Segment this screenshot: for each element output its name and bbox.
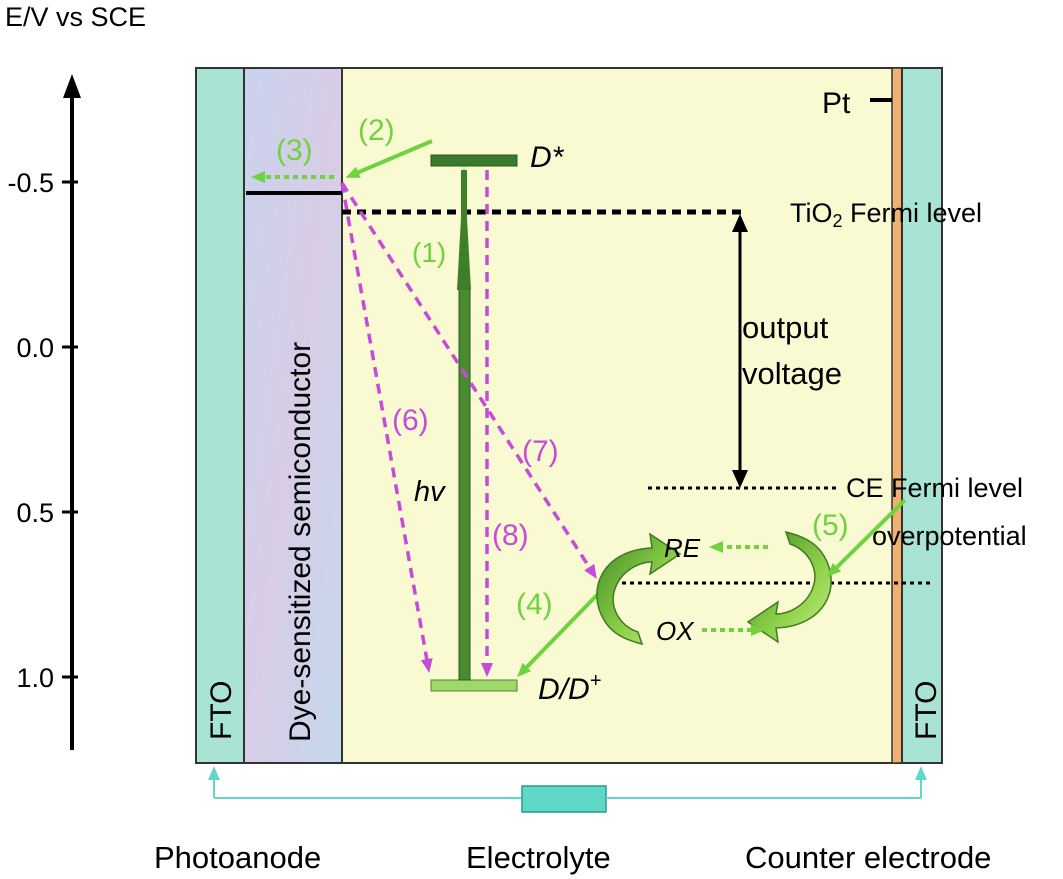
semiconductor-label: Dye-sensitized semiconductor [284, 342, 317, 742]
counter-electrode-label: Counter electrode [745, 840, 991, 875]
excitation-column [458, 284, 471, 681]
process-5-arrow [827, 498, 907, 577]
pt-layer [891, 67, 903, 764]
ce-fermi-label: CE Fermi level [846, 473, 1023, 503]
process-1-label: (1) [412, 237, 446, 268]
process-7-arrow [340, 182, 597, 579]
process-5-label: (5) [812, 509, 849, 542]
dye-excited-level [430, 154, 518, 167]
ox-label: OX [656, 616, 695, 646]
tio2-fermi-label: TiO2 Fermi level [790, 198, 982, 231]
process-8-label: (8) [492, 519, 529, 552]
load-resistor [521, 785, 607, 813]
process-7-label: (7) [522, 435, 559, 468]
process-2-arrow [345, 139, 433, 178]
tick-label: 1.0 [16, 663, 54, 693]
circuit-left-arrowhead [208, 766, 220, 780]
dye-ground-level [430, 679, 518, 692]
dye-excited-label: D* [530, 141, 565, 174]
tick-label: 0.5 [16, 498, 54, 528]
electrolyte-label: Electrolyte [466, 840, 611, 875]
fto-right-label: FTO [910, 681, 943, 740]
hv-label: hv [414, 476, 446, 508]
output-voltage-arrowhead-top [732, 214, 748, 232]
process-6-arrow [340, 182, 433, 673]
output-voltage-label-line1: output [742, 310, 829, 345]
dye-ground-label: D/D+ [538, 670, 601, 706]
tick-label: -0.5 [7, 168, 54, 198]
redox-swirl-left [596, 532, 682, 646]
y-axis-arrowhead [63, 74, 81, 98]
redox-swirl-right [746, 530, 832, 644]
tick-label: 0.0 [16, 333, 54, 363]
pt-label: Pt [822, 87, 851, 120]
output-voltage-label-line2: voltage [742, 356, 842, 391]
process-3-label: (3) [276, 134, 313, 167]
fto-left-label: FTO [205, 681, 238, 740]
axis-title: E/V vs SCE [5, 2, 146, 32]
overpotential-label: overpotential [872, 521, 1027, 551]
semiconductor-layer [243, 67, 343, 764]
fto-left-layer [195, 67, 245, 764]
re-label: RE [664, 533, 701, 563]
process-6-label: (6) [392, 404, 429, 437]
circuit-right-arrowhead [915, 766, 927, 780]
process-2-label: (2) [358, 114, 395, 147]
process-4-label: (4) [516, 588, 553, 621]
process-4-arrow [517, 590, 602, 678]
output-voltage-arrowhead-bottom [732, 470, 748, 488]
fto-right-layer [901, 67, 943, 764]
photoanode-label: Photoanode [154, 840, 321, 875]
